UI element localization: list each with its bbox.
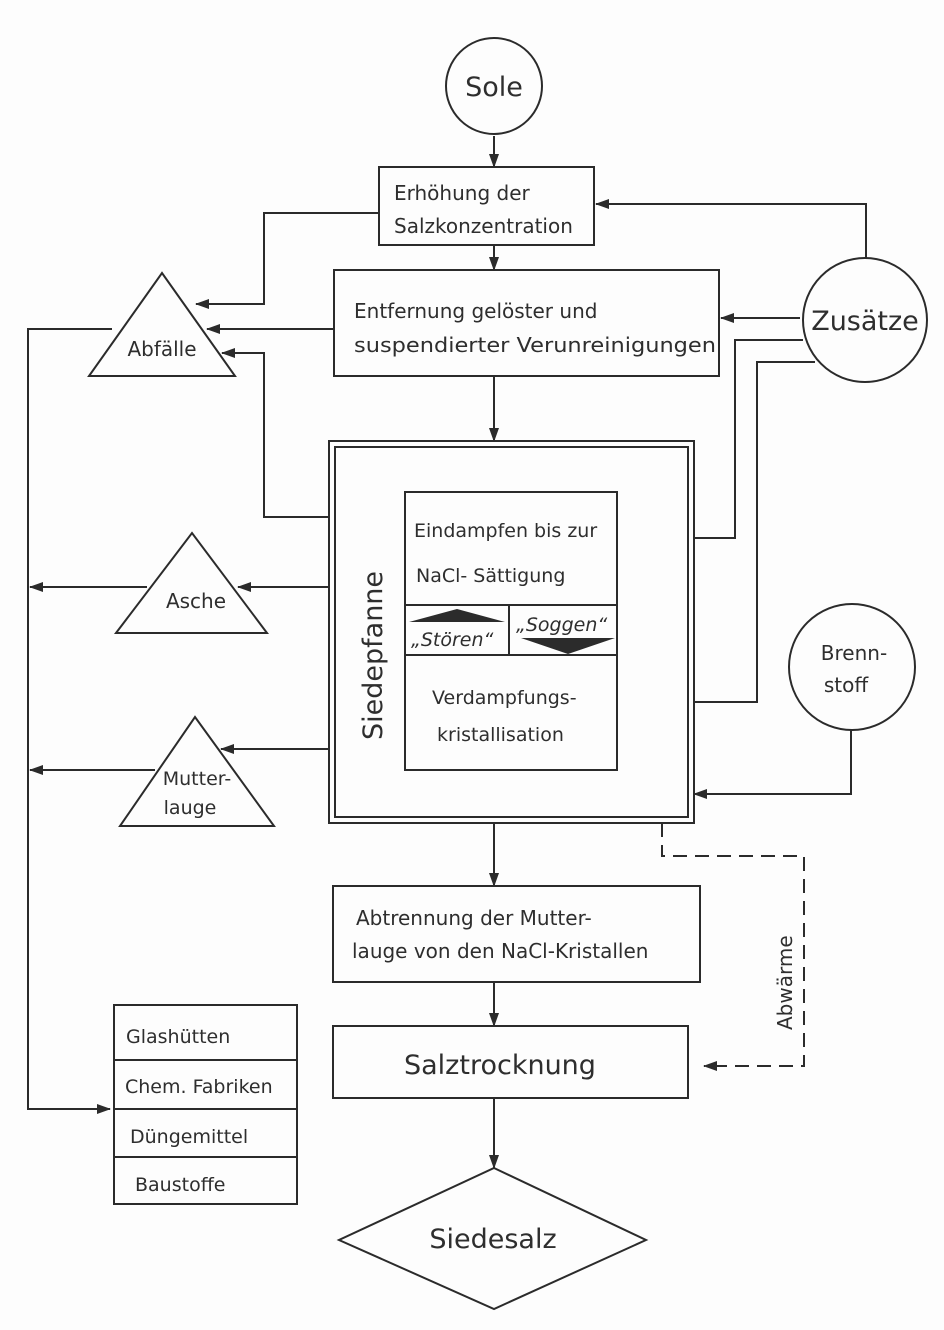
node-abfaelle: Abfälle xyxy=(87,271,237,377)
siedepfanne-inner xyxy=(334,446,689,818)
verwendung-item: Baustoffe xyxy=(135,1174,225,1196)
verwendung-box xyxy=(113,1004,298,1205)
node-asche: Asche xyxy=(113,531,269,634)
brennstoff-line-1: Brenn- xyxy=(821,641,887,665)
verwendung-item: Chem. Fabriken xyxy=(125,1076,273,1098)
zusaetze-circle xyxy=(802,257,928,383)
node-brennstoff: Brenn- stoff xyxy=(788,603,916,731)
edge-brennstoff-siedepfanne xyxy=(693,730,852,799)
soggen-down-arrow-icon xyxy=(521,638,615,654)
salztrocknung-box xyxy=(332,1025,689,1099)
edge-zusaetze-erhoehung xyxy=(595,199,867,260)
abtrennung-line-2: lauge von den NaCl-Kristallen xyxy=(352,939,648,963)
eindampfen-box xyxy=(404,491,618,606)
erhoehung-line-2: Salzkonzentration xyxy=(394,214,573,238)
abtrennung-box xyxy=(332,885,701,983)
verdampfung-line-2: kristallisation xyxy=(437,724,564,746)
node-siedesalz: Siedesalz xyxy=(336,1166,649,1311)
erhoehung-box xyxy=(378,166,595,246)
entfernung-line-1: Entfernung gelöster und xyxy=(354,299,597,323)
asche-label: Asche xyxy=(166,589,226,613)
verdampfung-line-1: Verdampfungs- xyxy=(432,687,577,709)
abfaelle-label: Abfälle xyxy=(127,337,196,361)
mutterlauge-line-2: lauge xyxy=(164,797,217,819)
node-sole: Sole xyxy=(445,37,543,135)
abfaelle-triangle xyxy=(87,271,237,377)
connectors xyxy=(27,136,867,1169)
edge-erhoehung-abfaelle xyxy=(195,212,379,309)
entfernung-line-2: suspendierter Verunreinigungen xyxy=(354,333,716,357)
siedesalz-label: Siedesalz xyxy=(429,1224,556,1255)
node-mutterlauge: Mutter- lauge xyxy=(118,715,276,827)
eindampfen-line-1: Eindampfen bis zur xyxy=(414,520,597,542)
erhoehung-line-1: Erhöhung der xyxy=(394,181,531,205)
siedepfanne-label: Siedepfanne xyxy=(358,571,389,740)
edge-abwaerme-salztrocknung xyxy=(661,823,805,1071)
mutterlauge-line-1: Mutter- xyxy=(163,768,231,790)
entfernung-box xyxy=(333,269,720,377)
edge-collector-verwendung xyxy=(27,328,112,1114)
node-siedepfanne: Siedepfanne Eindampfen bis zur NaCl- Sät… xyxy=(328,440,695,824)
abwaerme-label: Abwärme xyxy=(773,935,797,1030)
node-salztrocknung: Salztrocknung xyxy=(332,1025,689,1099)
siedesalz-diamond xyxy=(336,1166,649,1311)
eindampfen-line-2: NaCl- Sättigung xyxy=(416,565,565,587)
sole-circle xyxy=(445,37,543,135)
asche-triangle xyxy=(113,531,269,634)
verwendung-item: Glashütten xyxy=(126,1026,230,1048)
node-entfernung: Entfernung gelöster und suspendierter Ve… xyxy=(333,269,720,377)
node-abtrennung: Abtrennung der Mutter- lauge von den NaC… xyxy=(332,885,701,983)
node-erhoehung: Erhöhung der Salzkonzentration xyxy=(378,166,595,246)
brennstoff-line-2: stoff xyxy=(824,673,869,697)
node-verwendung: Glashütten Chem. Fabriken Düngemittel Ba… xyxy=(113,1004,298,1205)
abtrennung-line-1: Abtrennung der Mutter- xyxy=(356,906,592,930)
brennstoff-circle xyxy=(788,603,916,731)
sole-label: Sole xyxy=(465,72,523,103)
mutterlauge-triangle xyxy=(118,715,276,827)
verdampfung-box xyxy=(404,654,618,771)
stoeren-label: „Stören“ xyxy=(411,629,494,651)
zusaetze-label: Zusätze xyxy=(811,306,919,337)
node-zusaetze: Zusätze xyxy=(802,257,928,383)
stoeren-up-arrow-icon xyxy=(409,609,505,622)
soggen-label: „Soggen“ xyxy=(516,614,607,636)
salztrocknung-label: Salztrocknung xyxy=(404,1050,596,1081)
verwendung-item: Düngemittel xyxy=(130,1126,248,1148)
